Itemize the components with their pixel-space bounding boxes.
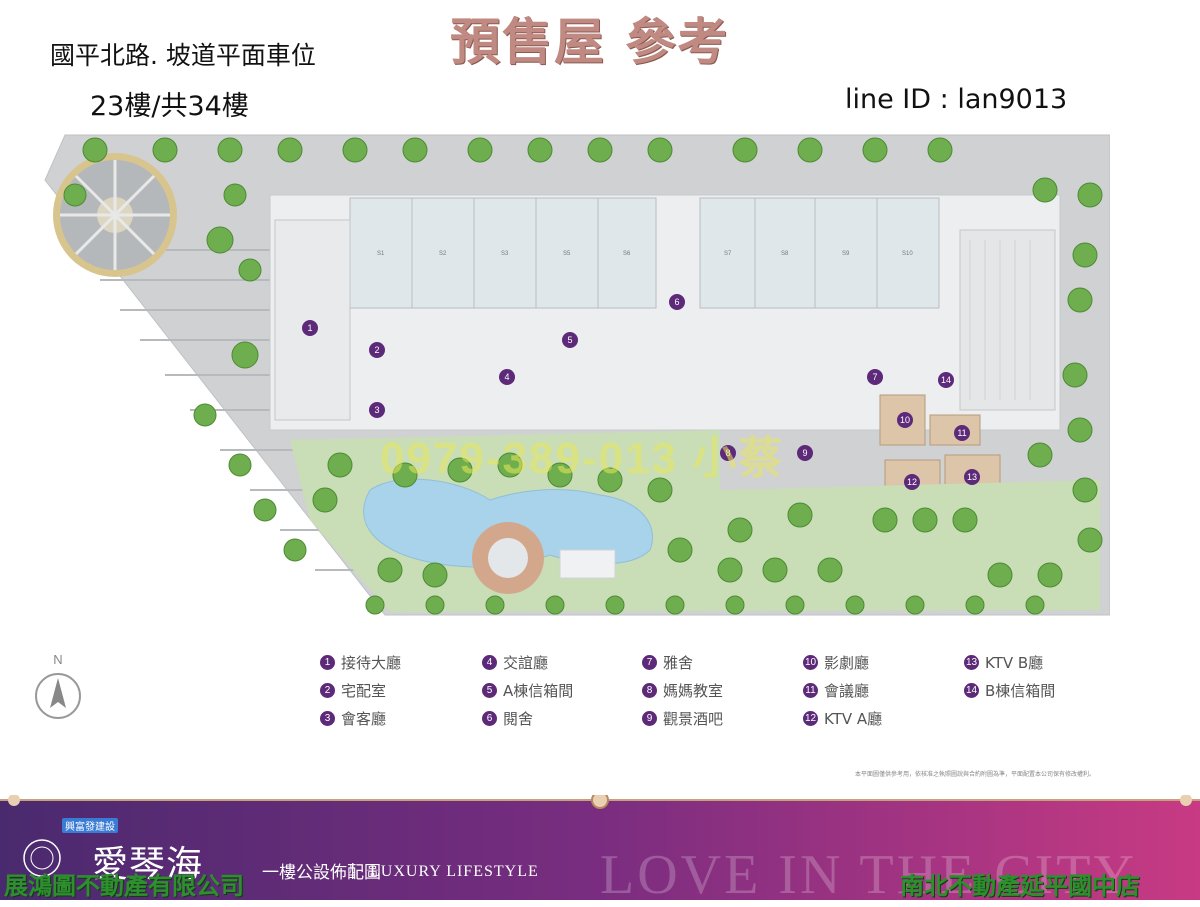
banner-tagline: LOVE IN THE CITY [600, 844, 1137, 906]
legend-label: A棟信箱間 [503, 682, 574, 700]
lobby [274, 219, 351, 421]
unit-label: S10 [902, 251, 913, 257]
legend-item: 9 觀景酒吧 [642, 708, 723, 729]
legend-item: 11 會議廳 [803, 680, 869, 701]
legend-label: 雅舍 [663, 654, 694, 672]
banner-separator: | [350, 860, 356, 879]
banner-lifestyle: LUXURY LIFESTYLE [370, 863, 539, 880]
marker-num: 10 [900, 415, 910, 425]
line-id: line ID : lan9013 [845, 84, 1068, 115]
brand-emblem-icon [23, 839, 61, 877]
legend-label: KTV B廳 [985, 654, 1044, 672]
legend-item: 2 宅配室 [320, 680, 386, 701]
legend-item: 4 交誼廳 [482, 652, 548, 673]
legend-label: 交誼廳 [503, 654, 549, 672]
legend-label: 會客廳 [341, 710, 387, 728]
legend-item: 7 雅舍 [642, 652, 693, 673]
marker-num: 6 [674, 297, 679, 307]
brand-name: 愛琴海 [92, 844, 204, 885]
legend-number: 1 [320, 655, 335, 670]
unit-label: S7 [724, 251, 732, 257]
marker-num: 13 [967, 472, 977, 482]
legend-number: 11 [803, 683, 818, 698]
legend-number: 2 [320, 683, 335, 698]
marker-num: 12 [907, 477, 917, 487]
legend-label: 閱舍 [503, 710, 534, 728]
legend-number: 4 [482, 655, 497, 670]
road-info: 國平北路. 坡道平面車位 [50, 41, 316, 70]
parking-ramp [959, 229, 1056, 411]
marker-num: 11 [957, 428, 966, 438]
plaza-rose [53, 153, 177, 277]
legend-number: 5 [482, 683, 497, 698]
watermark-title: 預售屋 參考 [450, 13, 730, 71]
compass-north-label: N [53, 652, 62, 667]
legend-item: 8 媽媽教室 [642, 680, 723, 701]
legend-number: 8 [642, 683, 657, 698]
unit-label: S1 [377, 251, 385, 257]
marker-num: 1 [307, 323, 312, 333]
unit-label: S6 [623, 251, 631, 257]
site-plan: S1 S2 S3 S5 S6 S7 S8 S9 S10 [44, 134, 1110, 616]
compass-icon: N [35, 652, 81, 719]
marker-num: 8 [725, 448, 730, 458]
legend-item: 14 B棟信箱間 [964, 680, 1055, 701]
legend-number: 6 [482, 711, 497, 726]
legend-label: 接待大廳 [341, 654, 402, 672]
marker-num: 3 [374, 405, 379, 415]
unit-label: S9 [842, 251, 850, 257]
legend-item: 6 閱舍 [482, 708, 533, 729]
residential-units [349, 197, 940, 309]
developer-badge: 興富發建設 [62, 818, 118, 833]
legend-item: 13 KTV B廳 [964, 652, 1043, 673]
unit-label: S2 [439, 251, 447, 257]
legend-label: 觀景酒吧 [663, 710, 724, 728]
marker-num: 14 [941, 375, 951, 385]
legend-item: 10 影劇廳 [803, 652, 869, 673]
floor-info: 23樓/共34樓 [90, 91, 249, 122]
legend-label: 宅配室 [341, 682, 387, 700]
legend-item: 5 A棟信箱間 [482, 680, 573, 701]
footer-banner [0, 795, 1200, 900]
unit-label: S5 [563, 251, 571, 257]
marker-num: 7 [872, 372, 877, 382]
marker-num: 5 [567, 335, 572, 345]
company-left: 展鴻圖不動產有限公司 [4, 872, 244, 900]
legend-label: 會議廳 [824, 682, 870, 700]
trees [63, 137, 1103, 615]
legend-label: 媽媽教室 [663, 682, 724, 700]
legend-item: 12 KTV A廳 [803, 708, 882, 729]
legend-number: 12 [803, 711, 818, 726]
disclaimer: 本平面圖僅供參考用，依核准之執照圖說與合約附圖為準，平面配置本公司保有修改權利。 [855, 771, 1096, 778]
legend-number: 13 [964, 655, 979, 670]
marker-num: 9 [802, 448, 807, 458]
company-right: 南北不動產延平國中店 [900, 872, 1140, 900]
phone-watermark: 0979-389-013 小蔡 [380, 434, 785, 483]
legend-label: 影劇廳 [824, 654, 870, 672]
legend-item: 3 會客廳 [320, 708, 386, 729]
legend-number: 7 [642, 655, 657, 670]
legend-number: 3 [320, 711, 335, 726]
legend-number: 10 [803, 655, 818, 670]
amenity-markers [302, 294, 980, 490]
marker-num: 2 [374, 345, 379, 355]
legend-label: B棟信箱間 [985, 682, 1056, 700]
legend-item: 1 接待大廳 [320, 652, 401, 673]
legend-label: KTV A廳 [824, 710, 883, 728]
unit-label: S8 [781, 251, 789, 257]
legend-number: 9 [642, 711, 657, 726]
marker-num: 4 [504, 372, 509, 382]
legend-number: 14 [964, 683, 979, 698]
unit-label: S3 [501, 251, 509, 257]
banner-subtitle: 一樓公設佈配圖 [262, 863, 381, 883]
